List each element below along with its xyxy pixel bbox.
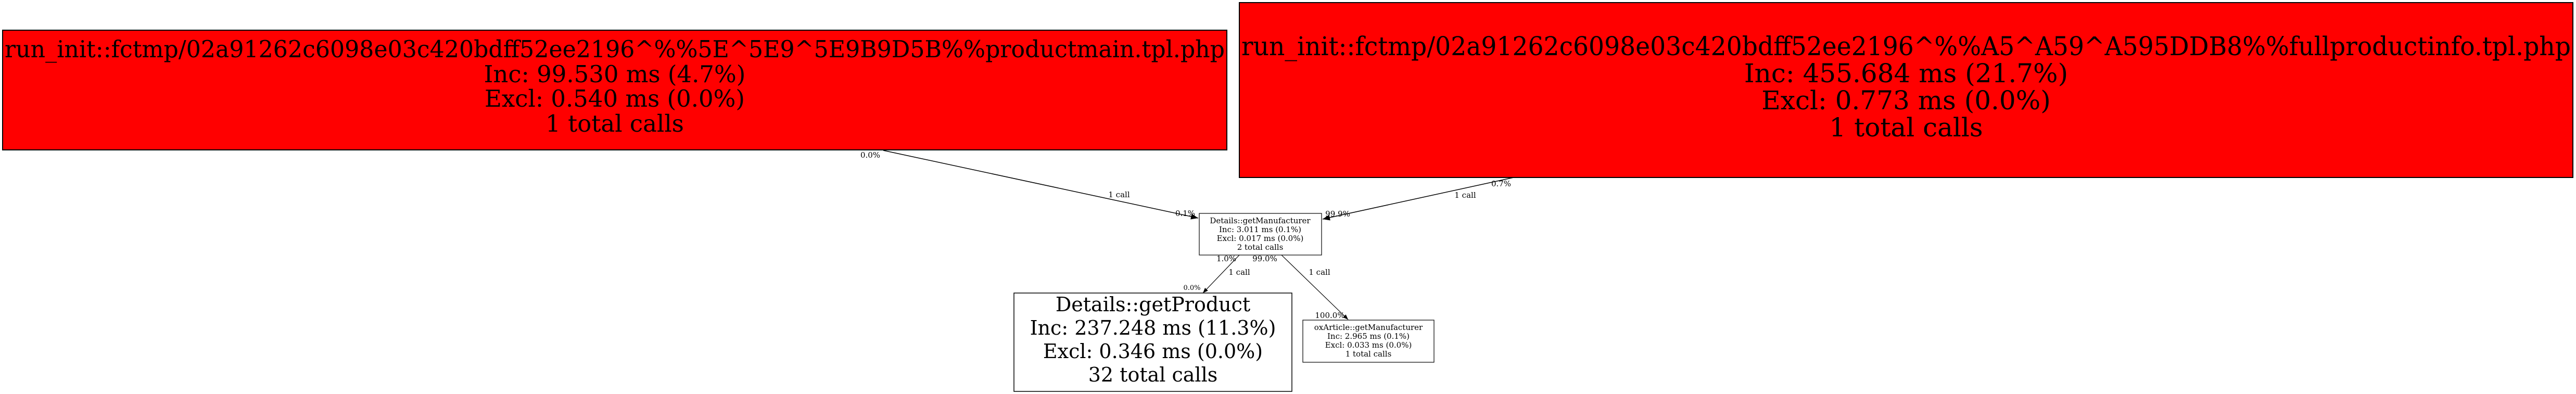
node-exclusive-time: Excl: 0.017 ms (0.0%) <box>1217 234 1304 243</box>
node-total-calls: 32 total calls <box>1088 363 1217 386</box>
edge-tail-label: 0.7% <box>1491 179 1511 188</box>
edge-head-label: 0.1% <box>1175 209 1195 218</box>
edge-line <box>1281 255 1349 320</box>
node-box <box>1302 320 1435 363</box>
node-exclusive-time: Excl: 0.033 ms (0.0%) <box>1325 340 1412 350</box>
edge-productmain-to-getmanufacturer: 0.0% 1 call 0.1% <box>860 150 1199 220</box>
node-oxarticle-getmanufacturer[interactable]: oxArticle::getManufacturer Inc: 2.965 ms… <box>1302 320 1435 363</box>
edge-tail-label: 1.0% <box>1216 254 1236 263</box>
node-inclusive-time: Inc: 99.530 ms (4.7%) <box>484 60 746 88</box>
node-total-calls: 1 total calls <box>545 110 684 137</box>
edge-call-label: 1 call <box>1108 190 1130 199</box>
edge-head-label: 100.0% <box>1315 311 1344 320</box>
edge-line <box>1322 177 1514 221</box>
edge-call-label: 1 call <box>1309 268 1330 277</box>
node-productmain-tpl[interactable]: run_init::fctmp/02a91262c6098e03c420bdff… <box>2 30 1227 150</box>
node-box <box>1239 2 2573 178</box>
node-details-getproduct[interactable]: Details::getProduct Inc: 237.248 ms (11.… <box>1013 293 1292 392</box>
node-total-calls: 2 total calls <box>1237 243 1284 252</box>
node-inclusive-time: Inc: 2.965 ms (0.1%) <box>1327 332 1410 341</box>
node-total-calls: 1 total calls <box>1829 112 1983 143</box>
node-inclusive-time: Inc: 455.684 ms (21.7%) <box>1744 58 2068 88</box>
edge-head-label: 0.0% <box>1183 284 1200 292</box>
node-title: run_init::fctmp/02a91262c6098e03c420bdff… <box>1241 31 2571 61</box>
edge-getmanufacturer-to-getproduct: 1.0% 1 call 0.0% <box>1183 254 1250 294</box>
node-box <box>1199 213 1322 256</box>
edge-tail-label: 0.0% <box>860 150 880 160</box>
edge-call-label: 1 call <box>1228 268 1250 277</box>
node-exclusive-time: Excl: 0.346 ms (0.0%) <box>1043 340 1263 363</box>
node-title: Details::getManufacturer <box>1210 216 1311 225</box>
node-details-getmanufacturer[interactable]: Details::getManufacturer Inc: 3.011 ms (… <box>1199 213 1322 256</box>
node-inclusive-time: Inc: 3.011 ms (0.1%) <box>1219 225 1301 234</box>
node-title: run_init::fctmp/02a91262c6098e03c420bdff… <box>5 35 1225 63</box>
node-title: Details::getProduct <box>1056 293 1250 316</box>
edge-tail-label: 99.0% <box>1252 254 1277 263</box>
edge-fullproductinfo-to-getmanufacturer: 0.7% 1 call 99.9% <box>1322 177 1514 221</box>
node-inclusive-time: Inc: 237.248 ms (11.3%) <box>1030 316 1276 339</box>
node-title: oxArticle::getManufacturer <box>1314 323 1423 332</box>
node-exclusive-time: Excl: 0.773 ms (0.0%) <box>1761 85 2050 116</box>
node-exclusive-time: Excl: 0.540 ms (0.0%) <box>485 85 745 112</box>
node-box <box>1013 293 1292 392</box>
node-box <box>2 30 1227 150</box>
node-total-calls: 1 total calls <box>1346 349 1392 359</box>
edge-line <box>1202 255 1240 294</box>
edge-call-label: 1 call <box>1454 190 1476 200</box>
edge-head-label: 99.9% <box>1325 209 1350 219</box>
edge-line <box>883 150 1199 220</box>
node-fullproductinfo-tpl[interactable]: run_init::fctmp/02a91262c6098e03c420bdff… <box>1239 2 2573 178</box>
edge-getmanufacturer-to-oxarticle-getmanufacturer: 99.0% 1 call 100.0% <box>1252 254 1349 320</box>
